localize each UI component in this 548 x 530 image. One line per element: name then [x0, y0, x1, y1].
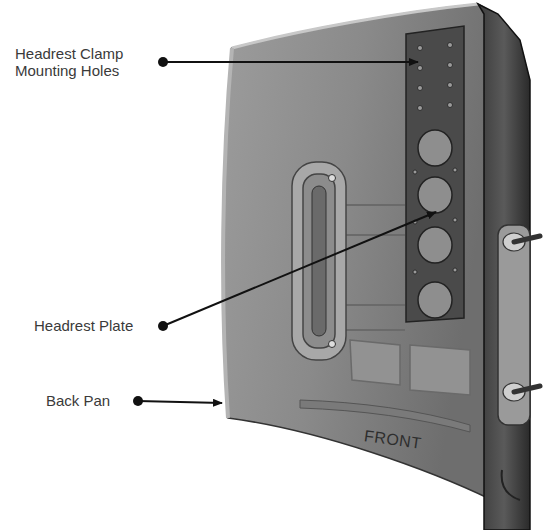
leader-lines: [138, 62, 436, 403]
part-label: Back Pan: [46, 392, 110, 409]
leader-dots: [133, 57, 168, 406]
side-rail: [478, 4, 530, 530]
back-pan: [223, 4, 492, 500]
part-label: Headrest Plate: [34, 317, 133, 334]
side-bracket: [498, 225, 530, 425]
headrest-plate: [406, 26, 464, 322]
part-label: Headrest Clamp Mounting Holes: [15, 45, 140, 79]
